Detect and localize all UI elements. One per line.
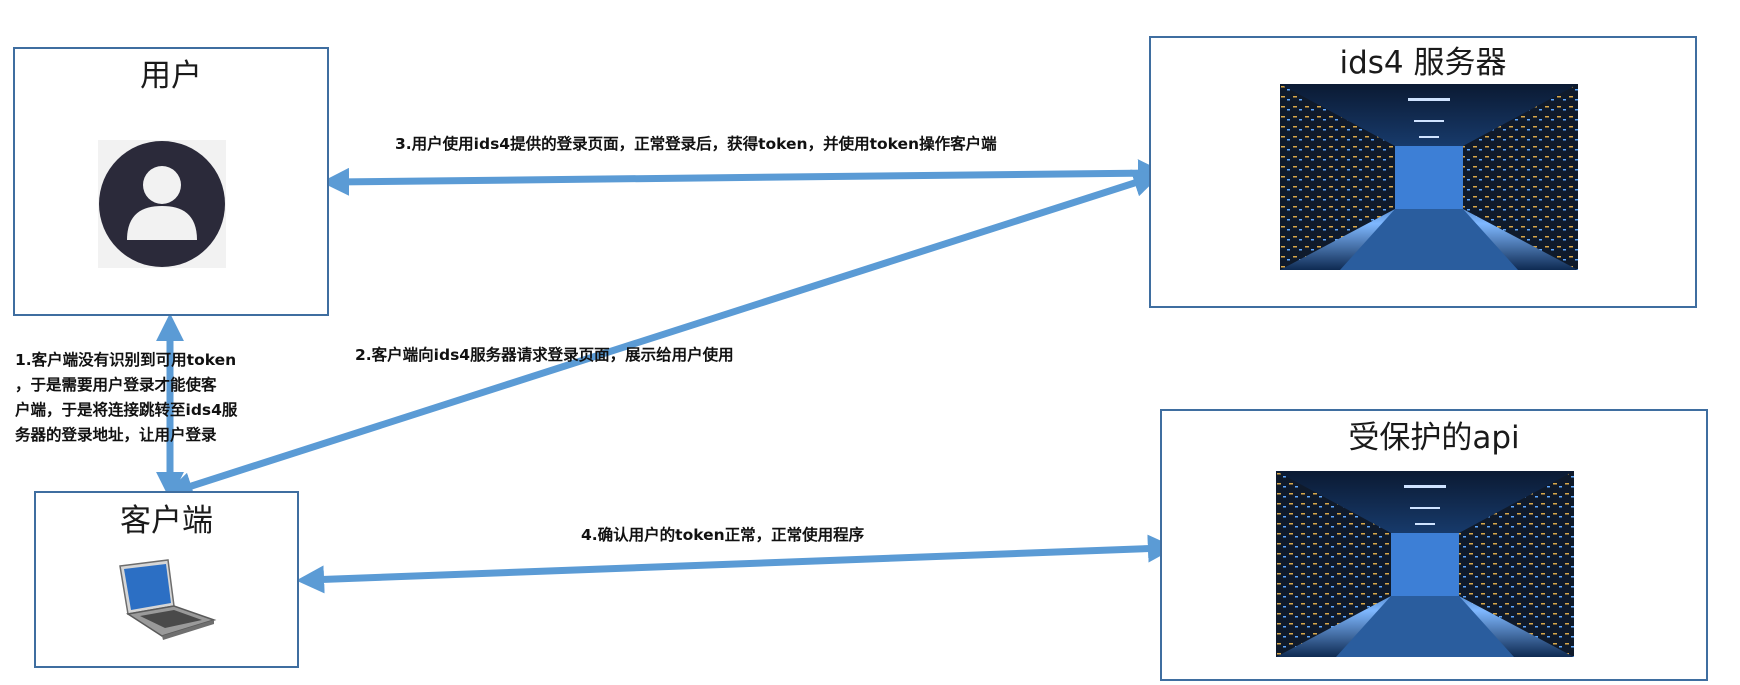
edge-label-step2: 2.客户端向ids4服务器请求登录页面，展示给用户使用 [355, 346, 734, 364]
arrow-step4 [296, 534, 1176, 594]
node-client-title: 客户端 [120, 503, 213, 539]
node-user-title: 用户 [140, 58, 202, 94]
edge-label-step4: 4.确认用户的token正常，正常使用程序 [581, 526, 865, 544]
edge-label-step1-line: 务器的登录地址，让用户登录 [15, 426, 217, 444]
server-room-image [1276, 471, 1574, 657]
edge-label-step1-line: ，于是需要用户登录才能使客 [15, 376, 217, 394]
node-client: 客户端 [34, 491, 299, 668]
node-user: 用户 [13, 47, 329, 316]
arrow-step2 [164, 169, 1162, 500]
node-protected-api: 受保护的api [1160, 409, 1708, 681]
node-api-title: 受保护的api [1348, 420, 1520, 456]
node-ids4-title: ids4 服务器 [1339, 45, 1507, 81]
arrow-step3 [321, 159, 1166, 196]
node-ids4-server: ids4 服务器 [1149, 36, 1697, 308]
laptop-icon [110, 558, 222, 644]
edge-label-step1-line: 1.客户端没有识别到可用token [15, 351, 237, 369]
user-avatar-icon [98, 140, 226, 268]
edge-label-step3: 3.用户使用ids4提供的登录页面，正常登录后，获得token，并使用token… [395, 135, 997, 153]
edge-label-step1-line: 户端，于是将连接跳转至ids4服 [15, 401, 238, 419]
edge-label-step1: 1.客户端没有识别到可用token ，于是需要用户登录才能使客 户端，于是将连接… [15, 348, 275, 448]
server-room-image [1280, 84, 1578, 270]
